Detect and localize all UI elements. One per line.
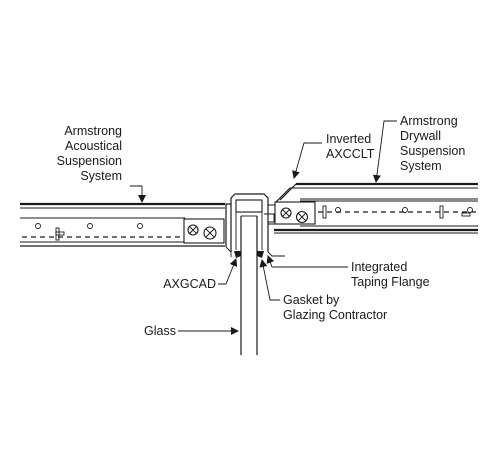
label-line: Inverted bbox=[326, 132, 371, 146]
drywall-suspension-system bbox=[268, 182, 478, 234]
label-line: Glass bbox=[144, 324, 176, 338]
label-line: System bbox=[80, 169, 122, 183]
axgcad-trim bbox=[225, 193, 285, 257]
label-line: System bbox=[400, 159, 442, 173]
label-inverted-axcclt: Inverted AXCCLT bbox=[326, 132, 375, 161]
label-line: Suspension bbox=[400, 144, 465, 158]
label-integrated-flange: Integrated Taping Flange bbox=[351, 260, 430, 289]
label-gasket: Gasket by Glazing Contractor bbox=[283, 293, 387, 322]
label-line: Suspension bbox=[57, 154, 122, 168]
label-line: Taping Flange bbox=[351, 275, 430, 289]
label-line: AXGCAD bbox=[163, 277, 216, 291]
label-line: Armstrong bbox=[400, 114, 458, 128]
label-line: Armstrong bbox=[64, 124, 122, 138]
acoustical-suspension-system bbox=[20, 202, 225, 247]
label-axgcad: AXGCAD bbox=[163, 277, 216, 291]
label-armstrong-drywall: Armstrong Drywall Suspension System bbox=[400, 114, 465, 173]
gaskets bbox=[234, 251, 264, 258]
glass-panel bbox=[240, 215, 258, 355]
label-line: Glazing Contractor bbox=[283, 308, 387, 322]
leader-lines bbox=[130, 120, 397, 335]
label-line: AXCCLT bbox=[326, 147, 375, 161]
label-armstrong-acoustical: Armstrong Acoustical Suspension System bbox=[57, 124, 122, 183]
label-glass: Glass bbox=[144, 324, 176, 338]
label-line: Acoustical bbox=[65, 139, 122, 153]
label-line: Gasket by bbox=[283, 293, 340, 307]
label-line: Drywall bbox=[400, 129, 441, 143]
label-line: Integrated bbox=[351, 260, 407, 274]
